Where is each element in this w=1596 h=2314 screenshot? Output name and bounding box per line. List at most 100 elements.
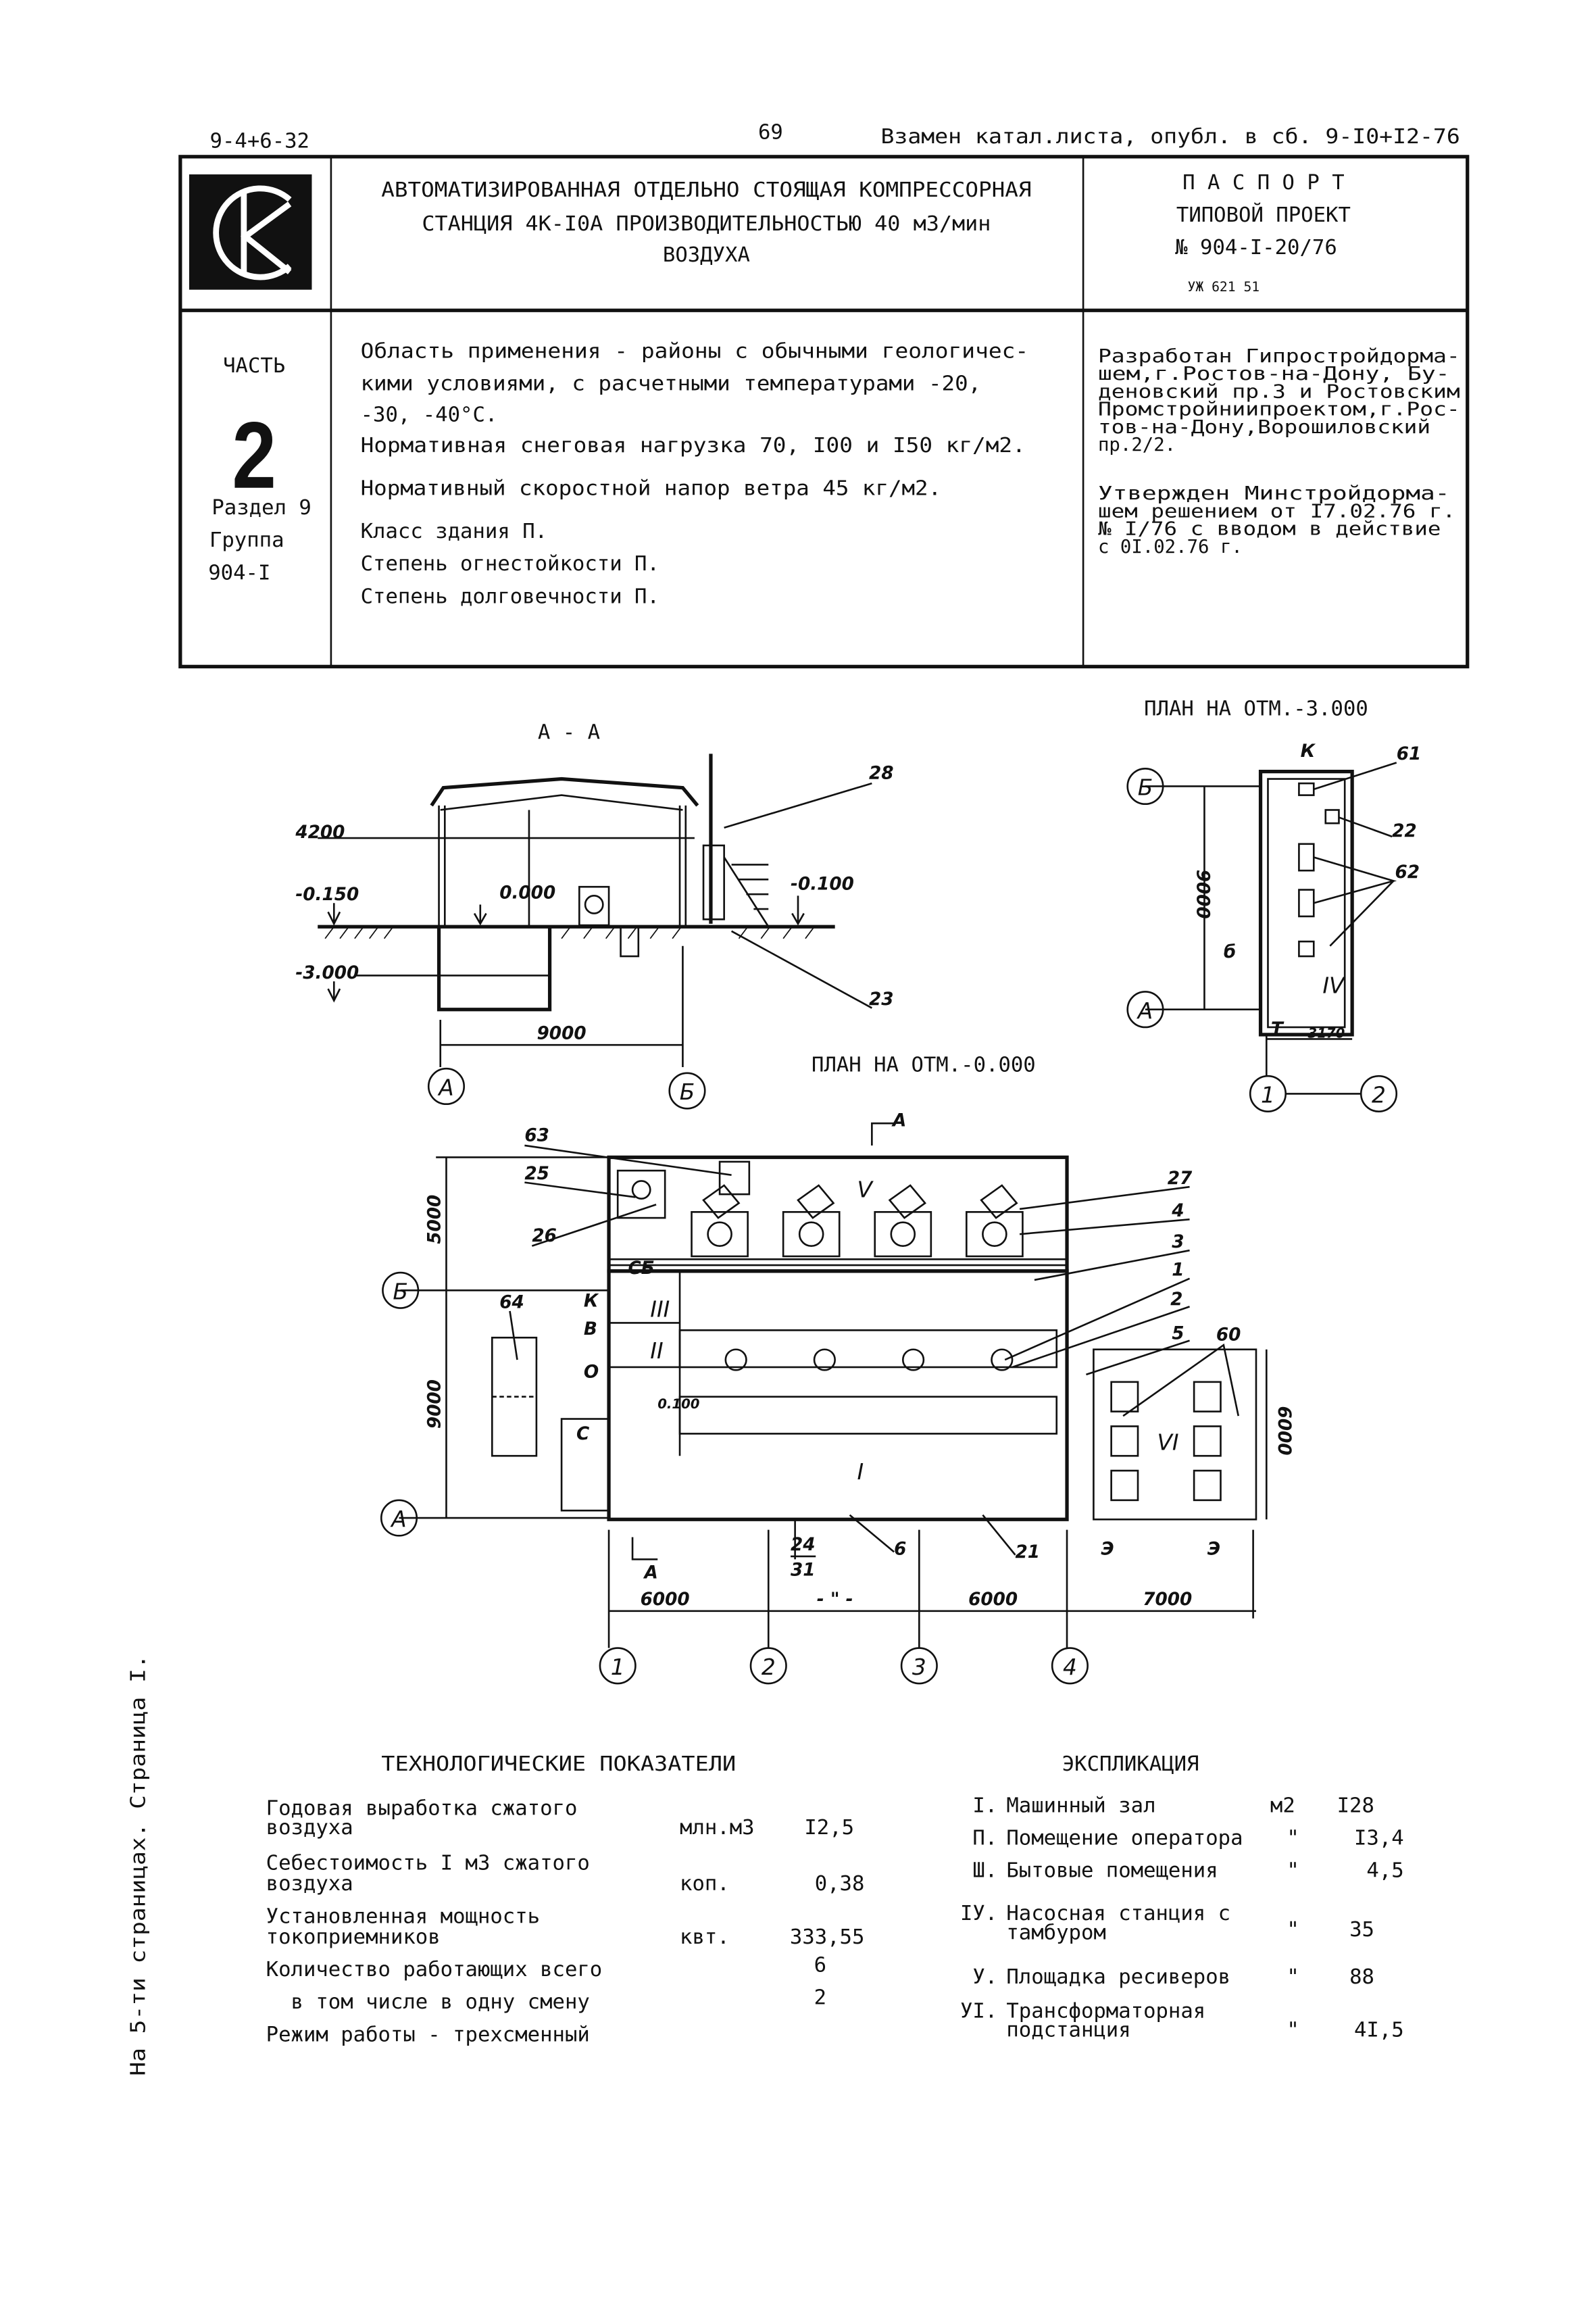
- room-unit: ": [1287, 1965, 1299, 1989]
- room-number: III: [650, 1297, 670, 1323]
- indicator-unit: млн.м3: [680, 1816, 755, 1840]
- callout-label: 23: [869, 989, 894, 1010]
- room-number: I.: [972, 1794, 997, 1817]
- table-row: У. Площадка ресиверов " 88: [972, 1965, 1374, 1989]
- dimension-label: 9000: [1192, 870, 1212, 919]
- developer-line: Промстройниипроектом,г.Рос-: [1098, 399, 1460, 420]
- indicator-unit: коп.: [680, 1872, 730, 1896]
- axis-label: А: [1137, 998, 1153, 1024]
- dimension-label: 6000: [968, 1590, 1018, 1610]
- developer-info: Разработан Гипростройдорма- шем,г.Ростов…: [1098, 346, 1460, 558]
- indicator-value: I2,5: [804, 1816, 854, 1840]
- callout-label: 64: [499, 1293, 524, 1313]
- elevation-label: -0.100: [791, 875, 854, 895]
- title-line: ВОЗДУХА: [663, 243, 750, 267]
- room-number: I: [857, 1459, 864, 1485]
- room-area: 4I,5: [1354, 2019, 1404, 2042]
- passport-heading: П А С П О Р Т: [1182, 171, 1345, 195]
- explication-table: ЭКСПЛИКАЦИЯ I. Машинный зал м2 I28 П. По…: [960, 1752, 1404, 2042]
- table-row: Режим работы - трехсменный: [266, 2023, 590, 2046]
- callout-label: 5: [1172, 1323, 1184, 1344]
- indicator-value: 0,38: [815, 1872, 865, 1896]
- room-unit: ": [1287, 1918, 1299, 1942]
- axis-label: Б: [393, 1279, 408, 1304]
- plan-mark: К: [584, 1291, 599, 1311]
- title-line: СТАНЦИЯ 4К-I0А ПРОИЗВОДИТЕЛЬНОСТЬЮ 40 м3…: [422, 212, 991, 236]
- table-row: П. Помещение оператора " I3,4: [972, 1826, 1403, 1850]
- developer-line: тов-на-Дону,Ворошиловский: [1098, 417, 1430, 438]
- callout-label: 61: [1397, 744, 1422, 764]
- description-line: Область применения - районы с обычными г…: [361, 339, 1029, 363]
- plan-mark: В: [584, 1319, 597, 1339]
- room-name: Машинный зал: [1006, 1794, 1155, 1817]
- plan-mark: СБ: [628, 1258, 654, 1279]
- callout-label: 62: [1395, 862, 1420, 883]
- room-area: 35: [1349, 1918, 1374, 1942]
- callout-label: 4: [1171, 1201, 1184, 1221]
- plan-mark: Т: [1271, 1019, 1285, 1039]
- plan-mark: б: [1224, 942, 1236, 962]
- section-title: А - А: [538, 721, 600, 745]
- section-a-a-drawing: А - А 4200 -0.150 -3.000 0.000 -0.100 28…: [295, 721, 894, 1110]
- replaces-note: Взамен катал.листа, опубл. в сб. 9-I0+I2…: [880, 125, 1460, 149]
- page-number: 69: [758, 121, 783, 145]
- room-unit: ": [1287, 2019, 1299, 2042]
- page-header: 9-4+6-32 69 Взамен катал.листа, опубл. в…: [210, 121, 1460, 153]
- room-area: I28: [1337, 1794, 1374, 1817]
- callout-label: 1: [1172, 1260, 1184, 1280]
- dimension-label: - " -: [817, 1590, 853, 1610]
- indicator-value: 2: [814, 1986, 826, 2010]
- room-number: У.: [972, 1965, 997, 1989]
- callout-label: 28: [869, 764, 894, 784]
- project-number: № 904-I-20/76: [1175, 236, 1337, 260]
- room-number: II: [650, 1338, 663, 1364]
- group-number: 904-I: [208, 561, 270, 585]
- room-number: Ш.: [972, 1859, 997, 1883]
- table-title: ТЕХНОЛОГИЧЕСКИЕ ПОКАЗАТЕЛИ: [381, 1752, 736, 1776]
- room-number: V: [857, 1177, 874, 1202]
- room-name: Площадка ресиверов: [1006, 1965, 1230, 1989]
- developer-line: № I/76 с вводом в действие: [1098, 519, 1441, 540]
- description-line: кими условиями, с расчетными температура…: [361, 372, 982, 395]
- page-count-note: На 5-ти страницах. Страница I.: [126, 1654, 150, 2075]
- room-name: Бытовые помещения: [1006, 1859, 1218, 1883]
- room-name: тамбуром: [1006, 1921, 1105, 1944]
- callout-label: 6: [894, 1540, 906, 1560]
- developer-line: пр.2/2.: [1098, 435, 1176, 456]
- axis-label: Б: [680, 1079, 695, 1105]
- plan-mark: О: [584, 1362, 599, 1382]
- axis-label: 3: [912, 1654, 926, 1680]
- room-area: 4,5: [1366, 1859, 1403, 1883]
- plan-mark: Э: [1101, 1540, 1114, 1560]
- description-line: -30, -40°С.: [361, 403, 498, 426]
- callout-label: 27: [1168, 1168, 1193, 1189]
- group-label: Группа: [209, 528, 284, 552]
- compressors: [691, 1184, 1024, 1371]
- dimension-label: 7000: [1143, 1590, 1192, 1610]
- indicator-label: Годовая выработка сжатого: [266, 1797, 578, 1821]
- indicator-unit: квт.: [680, 1925, 730, 1949]
- application-description: Область применения - районы с обычными г…: [361, 339, 1029, 608]
- plan-mark: К: [1301, 741, 1316, 762]
- developer-line: шем решением от I7.02.76 г.: [1098, 501, 1455, 522]
- logo: [189, 174, 312, 290]
- room-area: I3,4: [1354, 1826, 1404, 1850]
- indicator-label: Себестоимость I м3 сжатого: [266, 1852, 590, 1875]
- dimension-label: 6000: [1274, 1406, 1294, 1456]
- dimension-label: 6000: [641, 1590, 690, 1610]
- part-number: 2: [232, 402, 276, 508]
- callout-label: 26: [532, 1226, 557, 1246]
- developer-line: шем,г.Ростов-на-Дону, Бу-: [1098, 364, 1450, 385]
- developer-line: деновский пр.3 и Ростовским: [1098, 381, 1460, 402]
- section-label: Раздел 9: [211, 496, 311, 520]
- callout-label: 22: [1392, 821, 1417, 841]
- elevation-label: 4200: [295, 822, 345, 843]
- table-row: в том числе в одну смену 2: [266, 1986, 826, 2015]
- callout-label: 60: [1216, 1325, 1241, 1346]
- axis-label: 1: [1261, 1083, 1275, 1108]
- room-name: Помещение оператора: [1006, 1826, 1243, 1850]
- part-label: ЧАСТЬ: [223, 354, 285, 378]
- indicator-value: 333,55: [790, 1925, 865, 1949]
- axis-label: Б: [1138, 775, 1153, 801]
- developer-line: Разработан Гипростройдорма-: [1098, 346, 1460, 367]
